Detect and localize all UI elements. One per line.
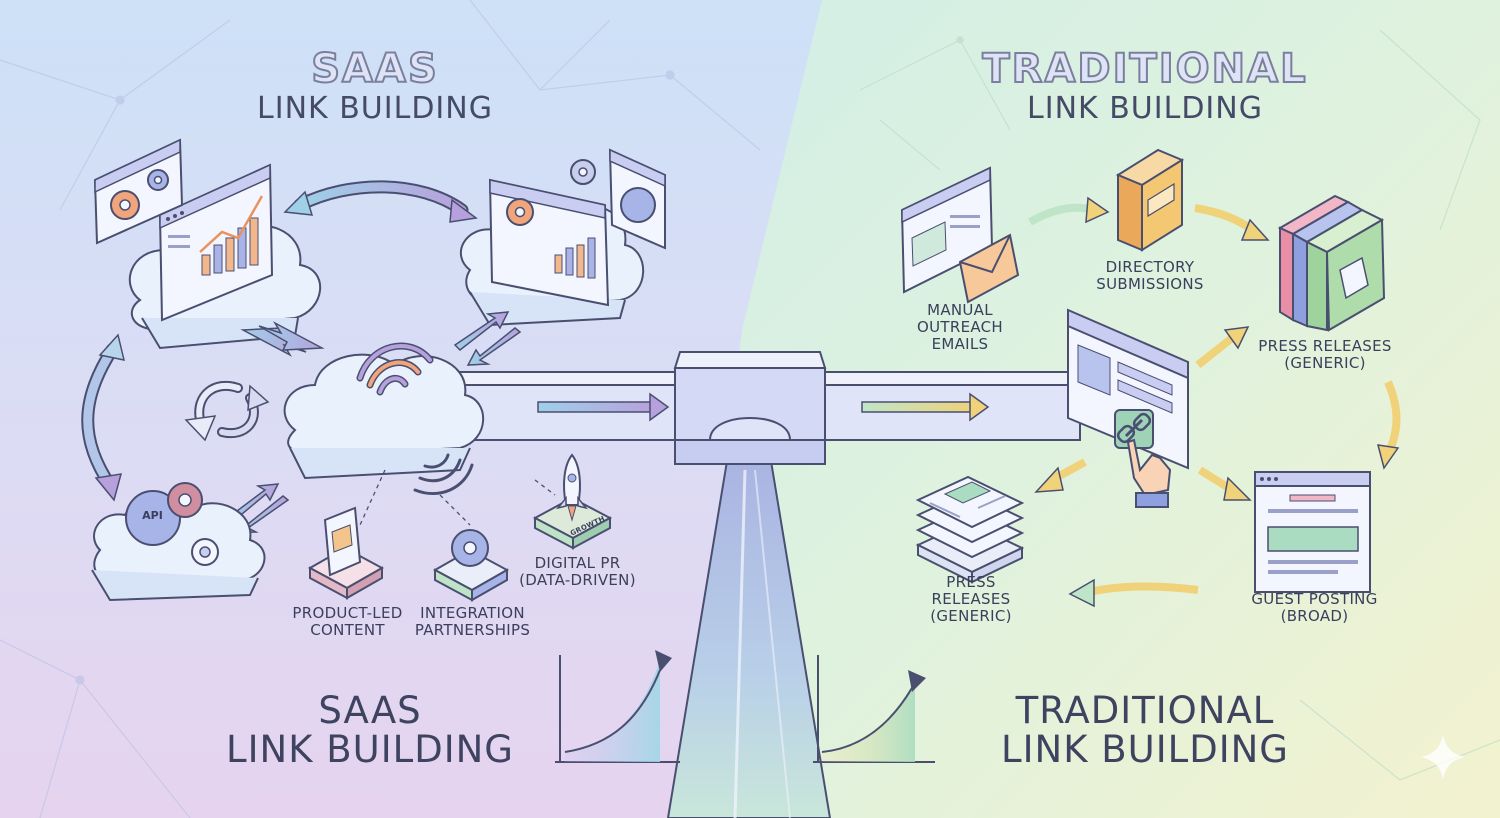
label-line: DIRECTORY <box>1105 258 1195 276</box>
traditional-bottom-title: TRADITIONAL LINK BUILDING <box>990 689 1300 771</box>
label-line: (GENERIC) <box>930 606 1012 625</box>
signal-waves-icon <box>413 453 474 496</box>
saas-title-line2: LINK BUILDING <box>257 91 493 126</box>
cloud-api-dashboard <box>459 148 666 327</box>
label-line: (GENERIC) <box>1284 353 1366 372</box>
saas-title-line1: SAAS <box>310 46 439 93</box>
central-wifi-cloud <box>283 342 485 480</box>
integration-partnerships-label: INTEGRATION PARTNERSHIPS <box>405 605 540 639</box>
integration-partnerships-icon <box>432 529 510 602</box>
label-line: MANUAL <box>927 301 993 319</box>
label-line: PRODUCT-LED <box>292 604 403 622</box>
directory-submissions-label: DIRECTORY SUBMISSIONS <box>1080 259 1220 293</box>
press-releases-top-label: PRESS RELEASES (GENERIC) <box>1245 338 1405 372</box>
outreach-email-icon <box>900 166 1020 304</box>
press-books-icon <box>1277 194 1386 332</box>
label-line: (DATA-DRIVEN) <box>519 570 636 589</box>
guest-posting-browser-icon <box>1254 471 1371 593</box>
network-lines-right <box>859 29 1500 781</box>
label-line: PRESS <box>946 573 996 591</box>
sparkle-icon <box>1421 735 1465 779</box>
press-releases-bottom-label: PRESS RELEASES (GENERIC) <box>912 574 1030 624</box>
product-led-content-icon <box>307 506 385 600</box>
deck-arrow-left <box>537 392 670 422</box>
label-line: CONTENT <box>310 620 385 639</box>
label-line: PARTNERSHIPS <box>414 620 531 639</box>
product-led-content-label: PRODUCT-LED CONTENT <box>280 605 415 639</box>
press-newspapers-icon <box>915 475 1025 584</box>
manual-outreach-label: MANUAL OUTREACH EMAILS <box>900 302 1020 352</box>
digital-pr-label: DIGITAL PR (DATA-DRIVEN) <box>510 555 645 589</box>
gear-window-icon <box>93 138 184 245</box>
guest-posting-label: GUEST POSTING (BROAD) <box>1232 591 1397 625</box>
title-line: LINK BUILDING <box>226 727 514 771</box>
traditional-flow-arrows <box>1028 196 1401 608</box>
pointing-hand-icon <box>1126 438 1172 508</box>
api-label: API <box>142 509 163 522</box>
label-line: SUBMISSIONS <box>1096 274 1204 293</box>
title-line: LINK BUILDING <box>1001 727 1289 771</box>
saas-bottom-title: SAAS LINK BUILDING <box>210 689 530 771</box>
refresh-cycle-icon <box>184 380 270 442</box>
label-line: GUEST POSTING <box>1251 590 1378 608</box>
label-line: OUTREACH <box>917 317 1003 336</box>
traditional-title-line1: TRADITIONAL <box>981 46 1308 93</box>
label-line: PRESS RELEASES <box>1258 337 1392 355</box>
label-line: DIGITAL PR <box>534 554 621 572</box>
label-line: INTEGRATION <box>420 604 525 622</box>
cloud-api-gears <box>91 482 266 602</box>
growth-chart-icon-traditional <box>813 655 935 763</box>
deck-arrow-right <box>861 392 990 422</box>
curved-arrow-left <box>81 333 126 502</box>
growth-chart-icon-saas <box>555 650 680 763</box>
traditional-title-line2: LINK BUILDING <box>1027 91 1263 126</box>
title-line: SAAS <box>318 689 422 732</box>
directory-book-icon <box>1115 148 1185 252</box>
title-line: TRADITIONAL <box>1015 689 1275 732</box>
curved-arrow-top <box>283 180 478 223</box>
cloud-dashboard <box>128 163 322 350</box>
label-line: (BROAD) <box>1280 606 1349 625</box>
network-lines-left <box>0 0 761 818</box>
digital-pr-rocket-icon <box>532 453 613 550</box>
link-browser-icon <box>1067 308 1189 470</box>
label-line: RELEASES <box>931 589 1011 608</box>
label-line: EMAILS <box>931 334 989 353</box>
